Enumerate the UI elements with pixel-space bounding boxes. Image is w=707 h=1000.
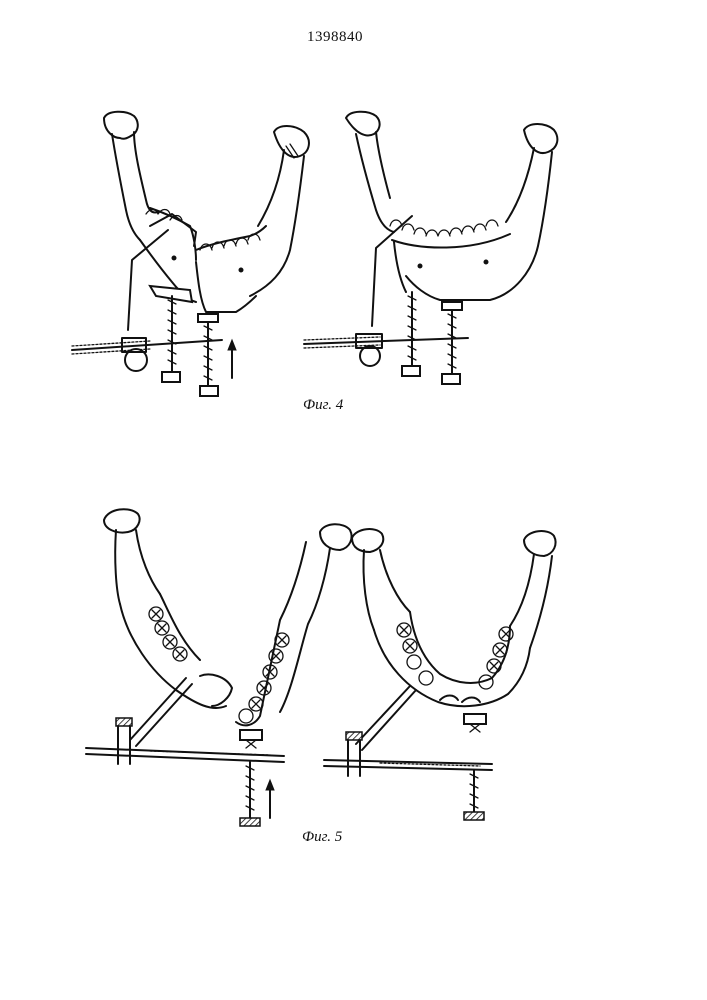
figure-5-caption: Фиг. 5	[302, 829, 342, 846]
fig5-left-apparatus	[86, 678, 284, 826]
fig4-right-mandible	[346, 112, 557, 310]
fig4-left-mandible	[104, 112, 309, 322]
fig5-left-mandible	[104, 509, 352, 725]
figure-4-caption: Фиг. 4	[303, 397, 343, 414]
fig5-right-mandible	[352, 529, 556, 706]
